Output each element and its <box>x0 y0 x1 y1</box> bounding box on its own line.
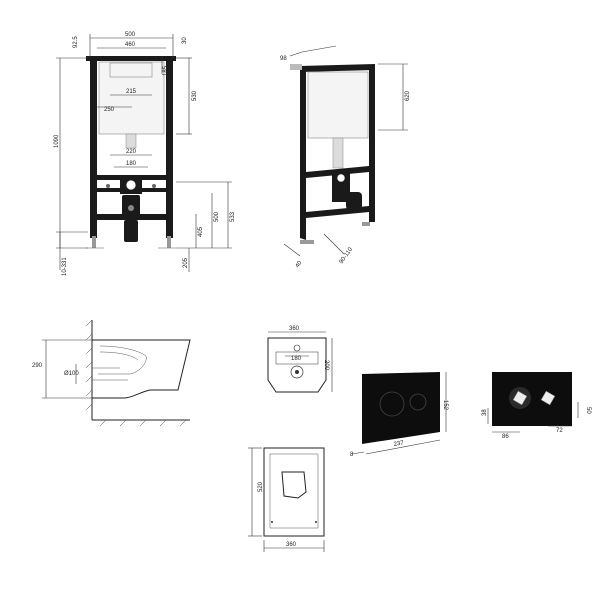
dim-tank-right: 185 <box>163 65 169 76</box>
dim-base-depth: 40 <box>295 260 304 269</box>
dim-offset-right: 30 <box>182 37 188 44</box>
dim-plate-height: 152 <box>442 400 448 411</box>
dim-leg-height: 205 <box>183 257 189 268</box>
dim-wc-bolt-spacing: 180 <box>291 356 302 362</box>
dim-wc-height: 290 <box>32 363 43 369</box>
wc-top-view: 520 360 <box>248 447 325 552</box>
dim-inner-width: 460 <box>125 42 136 48</box>
dim-wc-front-height: 200 <box>323 360 329 371</box>
dim-tank-height: 530 <box>192 90 198 101</box>
dim-pipe-angle: 90-110 <box>339 246 355 265</box>
dim-mount-height: 500 <box>214 211 220 222</box>
dim-top-width: 500 <box>125 32 136 38</box>
dim-tank-width: 215 <box>126 89 137 95</box>
frame-front-view: 500 460 92.5 30 185 530 1090 215 250 220… <box>54 32 236 276</box>
dim-back-offset: 38 <box>482 409 488 416</box>
dim-side-tank-height: 620 <box>405 90 411 101</box>
dim-back-height: 50 <box>585 407 591 414</box>
dim-drain-height: 405 <box>198 226 204 237</box>
dim-bolt-spacing: 220 <box>126 149 137 155</box>
dim-plate-width: 237 <box>393 440 405 448</box>
dim-wc-length: 520 <box>258 481 264 492</box>
dim-wc-top-width: 360 <box>286 542 297 548</box>
wc-front-view: 360 180 200 <box>267 326 333 393</box>
dim-top-depth: 98 <box>280 56 287 62</box>
frame-side-view: 98 620 40 90-110 <box>280 45 411 269</box>
flush-plate-back: 38 86 72 50 <box>482 372 591 440</box>
dim-leg-adjust: 10-331 <box>62 257 68 276</box>
dim-height-total: 1090 <box>54 134 60 148</box>
dim-offset-left: 92.5 <box>73 36 79 48</box>
flush-plate-front: 152 237 8 <box>350 372 448 458</box>
dim-wc-front-width: 360 <box>289 326 300 332</box>
wc-side-section: 290 Ø100 <box>32 319 191 427</box>
dim-back-right: 72 <box>556 428 563 434</box>
dim-pipe-spacing: 180 <box>126 161 137 167</box>
dim-wc-drain: Ø100 <box>64 371 79 377</box>
dim-plate-depth: 8 <box>350 452 354 458</box>
dim-mount-height2: 533 <box>230 211 236 222</box>
dim-back-left: 86 <box>502 434 509 440</box>
dim-tank-offset: 250 <box>104 107 115 113</box>
